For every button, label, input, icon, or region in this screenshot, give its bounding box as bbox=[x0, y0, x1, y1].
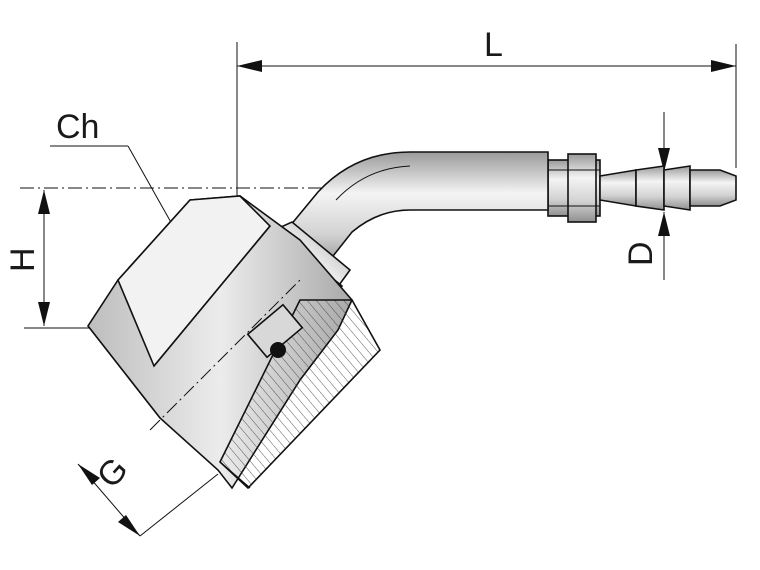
dimension-D-label: D bbox=[622, 241, 660, 266]
swivel-nut bbox=[87, 195, 381, 490]
dimension-H-label: H bbox=[4, 247, 42, 272]
dimension-L-label: L bbox=[484, 26, 503, 64]
dimension-L: L bbox=[236, 26, 737, 330]
dimension-G-label: G bbox=[90, 450, 136, 495]
o-ring bbox=[246, 303, 304, 359]
dimension-D: D bbox=[622, 112, 670, 280]
o-ring-section bbox=[270, 342, 286, 358]
dimension-Ch-label: Ch bbox=[56, 108, 99, 146]
hose-barb bbox=[547, 153, 737, 223]
dimension-G: G bbox=[77, 450, 219, 537]
